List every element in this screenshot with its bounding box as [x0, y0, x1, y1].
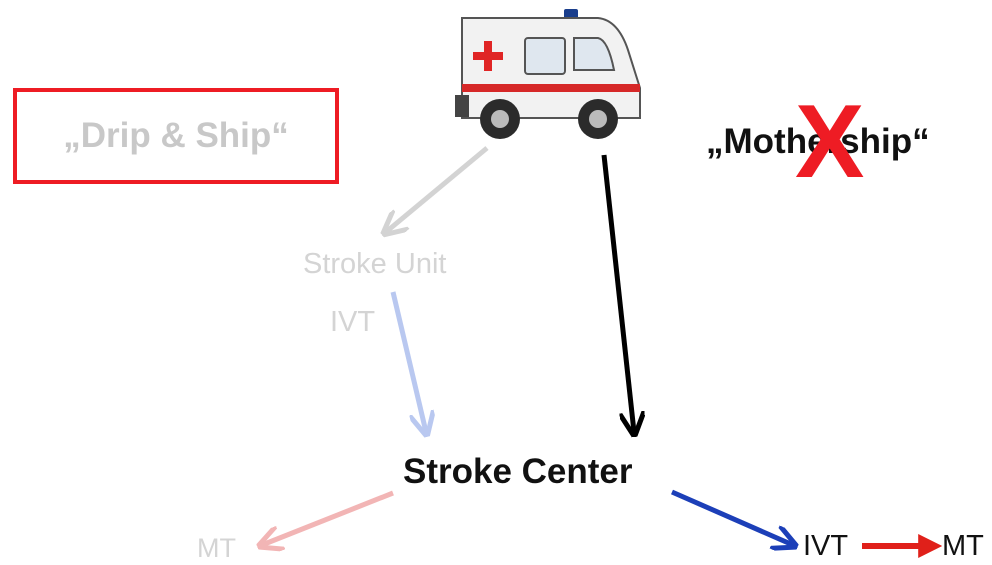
stroke-unit-label: Stroke Unit [303, 248, 447, 280]
stroke-center-label: Stroke Center [403, 452, 633, 491]
ambulance-icon [455, 9, 641, 139]
mt-label: MT [942, 530, 984, 562]
drip-and-ship-label: „Drip & Ship“ [63, 116, 289, 155]
ivt-label: IVT [803, 530, 849, 562]
arrow-to-stroke-unit [386, 146, 489, 232]
arrow-center-to-ivt [670, 489, 793, 545]
mothership-label: „Mothership“ [706, 122, 930, 161]
mt-faded-label: MT [197, 533, 236, 563]
stroke-unit-ivt-label: IVT [330, 306, 376, 338]
highlight-box [13, 88, 339, 184]
arrow-to-stroke-center [601, 154, 634, 432]
arrow-unit-to-center [390, 291, 426, 432]
arrow-center-to-mt [262, 490, 394, 545]
cross-mark: X [795, 84, 865, 200]
